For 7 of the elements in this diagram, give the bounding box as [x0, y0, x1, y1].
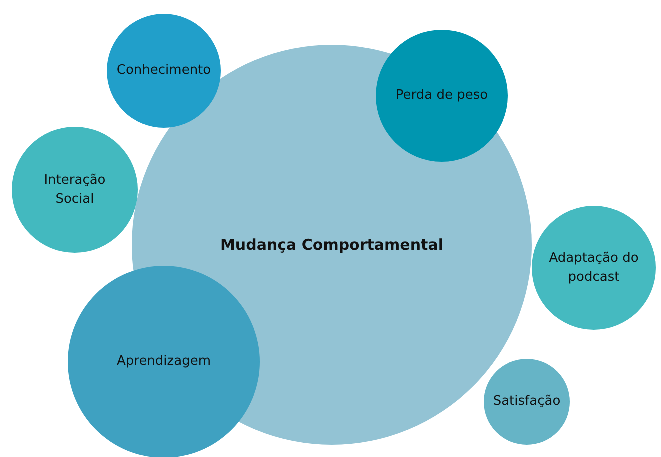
circle-label: Aprendizagem	[116, 353, 211, 372]
circle-label: Conhecimento	[116, 62, 212, 80]
circle-label: Adaptação do podcast	[549, 250, 639, 287]
circle-label: Perda de peso	[396, 87, 488, 106]
circle-label: Interação Social	[43, 172, 107, 209]
circle-label: Satisfação	[493, 393, 561, 412]
circle-label: Mudança Comportamental	[220, 234, 444, 256]
